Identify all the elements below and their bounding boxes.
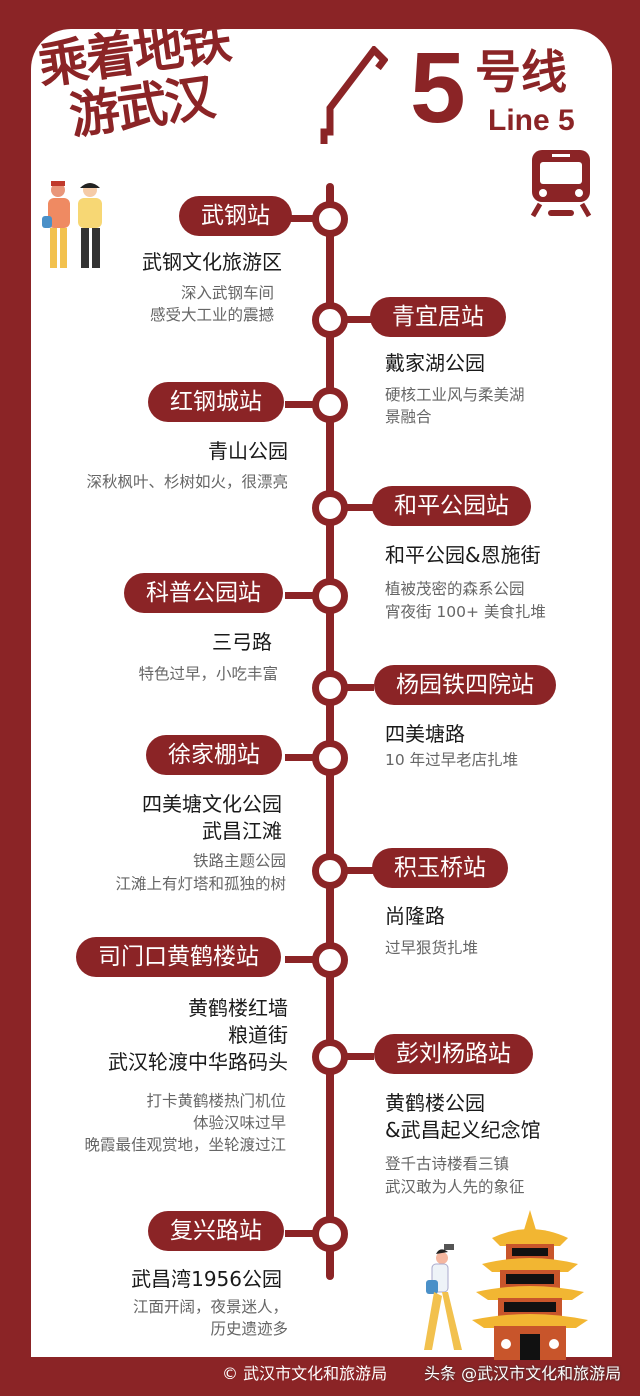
station-label: 青宜居站 <box>370 297 506 337</box>
station-node <box>312 853 348 889</box>
attraction-desc: 历史遗迹多 <box>210 1320 288 1338</box>
station-node <box>312 387 348 423</box>
attraction-name: 四美塘路 <box>385 722 465 746</box>
station-connector <box>285 754 315 761</box>
station-node <box>312 740 348 776</box>
station-connector <box>285 1230 315 1237</box>
attraction-name: 黄鹤楼红墙 <box>188 996 288 1020</box>
station-label: 司门口黄鹤楼站 <box>76 937 281 977</box>
station-label: 积玉桥站 <box>372 848 508 888</box>
attraction-desc: 体验汉味过早 <box>192 1114 286 1132</box>
attraction-name: 武汉轮渡中华路码头 <box>108 1050 288 1074</box>
station-node <box>312 302 348 338</box>
attraction-name: 和平公园&恩施街 <box>385 543 541 567</box>
attraction-name: 戴家湖公园 <box>385 351 485 375</box>
station-node <box>312 1039 348 1075</box>
attraction-desc: 武汉敢为人先的象征 <box>385 1178 525 1196</box>
station-label: 复兴路站 <box>148 1211 284 1251</box>
attraction-desc: 铁路主题公园 <box>192 852 286 870</box>
yellow-crane-tower-illustration <box>424 1210 588 1360</box>
station-connector <box>344 867 374 874</box>
attraction-desc: 江滩上有灯塔和孤独的树 <box>115 875 286 893</box>
station-connector <box>344 1053 374 1060</box>
station-node <box>312 942 348 978</box>
route-map-icon <box>320 46 388 144</box>
station-connector <box>285 956 315 963</box>
attraction-desc: 景融合 <box>385 408 432 426</box>
attraction-name: &武昌起义纪念馆 <box>385 1118 541 1142</box>
attraction-name: 武昌湾1956公园 <box>131 1267 282 1291</box>
attraction-name: 三弓路 <box>212 630 272 654</box>
attraction-desc: 植被茂密的森系公园 <box>385 580 525 598</box>
line-label-cn: 号线 <box>475 45 567 99</box>
station-connector <box>344 684 374 691</box>
station-connector <box>344 504 374 511</box>
metro-line-track <box>326 183 334 1280</box>
travelers-illustration <box>42 181 102 268</box>
station-node <box>312 578 348 614</box>
station-label: 红钢城站 <box>148 382 284 422</box>
station-node <box>312 201 348 237</box>
station-connector <box>344 316 374 323</box>
attraction-desc: 宵夜街 100+ 美食扎堆 <box>385 603 546 621</box>
attraction-name: 武昌江滩 <box>202 819 282 843</box>
attraction-desc: 江面开阔，夜景迷人， <box>132 1298 288 1316</box>
attraction-name: 黄鹤楼公园 <box>385 1091 485 1115</box>
attraction-name: 尚隆路 <box>385 904 445 928</box>
attraction-name: 武钢文化旅游区 <box>142 250 282 274</box>
station-label: 武钢站 <box>179 196 292 236</box>
station-label: 杨园铁四院站 <box>374 665 556 705</box>
station-label: 彭刘杨路站 <box>374 1034 533 1074</box>
attraction-name: 四美塘文化公园 <box>142 792 282 816</box>
attraction-desc: 10 年过早老店扎堆 <box>385 751 519 769</box>
station-label: 和平公园站 <box>372 486 531 526</box>
copyright-text: © 武汉市文化和旅游局 <box>222 1364 388 1383</box>
attraction-name: 青山公园 <box>208 439 288 463</box>
attraction-desc: 打卡黄鹤楼热门机位 <box>146 1092 286 1110</box>
station-node <box>312 490 348 526</box>
station-label: 徐家棚站 <box>146 735 282 775</box>
station-node <box>312 1216 348 1252</box>
attraction-desc: 深入武钢车间 <box>180 284 274 302</box>
station-connector <box>285 592 315 599</box>
station-connector <box>285 401 315 408</box>
attraction-desc: 晚霞最佳观赏地，坐轮渡过江 <box>84 1136 286 1154</box>
attraction-desc: 深秋枫叶、杉树如火，很漂亮 <box>86 473 288 491</box>
train-icon <box>530 150 592 218</box>
station-connector <box>270 215 314 222</box>
station-node <box>312 670 348 706</box>
attraction-name: 粮道街 <box>228 1023 288 1047</box>
attraction-desc: 硬核工业风与柔美湖 <box>385 386 525 404</box>
attraction-desc: 感受大工业的震撼 <box>149 306 274 324</box>
station-label: 科普公园站 <box>124 573 283 613</box>
line-label-en: Line 5 <box>488 104 575 137</box>
attraction-desc: 登千古诗楼看三镇 <box>385 1155 510 1173</box>
attraction-desc: 过早狠货扎堆 <box>385 939 479 957</box>
line-number: 5 <box>410 32 466 144</box>
watermark-text: 头条 @武汉市文化和旅游局 <box>424 1364 622 1383</box>
attraction-desc: 特色过早，小吃丰富 <box>138 665 278 683</box>
